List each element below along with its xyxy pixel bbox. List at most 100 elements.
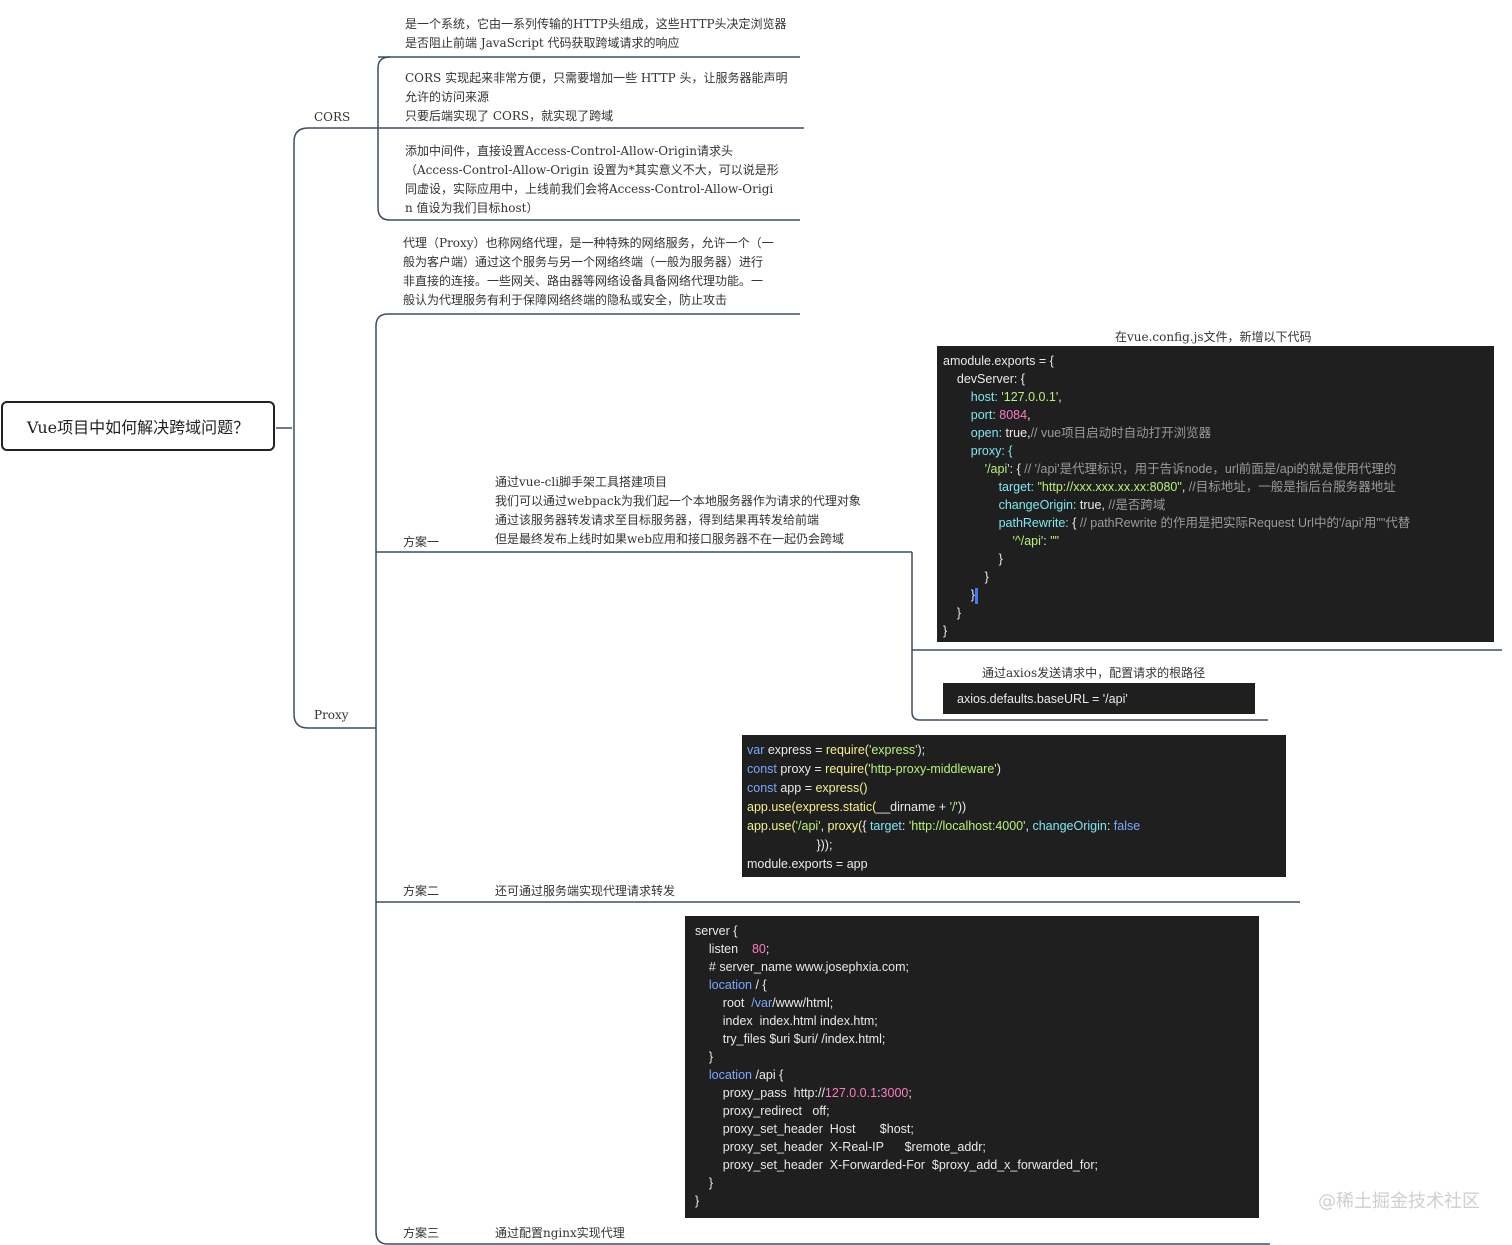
code-token: // pathRewrite 的作用是把实际Request Url中的'/api… bbox=[1079, 516, 1411, 530]
code-line: '^/api': "" bbox=[943, 532, 1488, 550]
code-token: '/api' bbox=[795, 819, 821, 833]
code-line: index index.html index.htm; bbox=[695, 1012, 1249, 1030]
code-line: target: "http://xxx.xxx.xx.xx:8080", //目… bbox=[943, 478, 1488, 496]
cors-note-middleware: 添加中间件，直接设置Access-Control-Allow-Origin请求头… bbox=[405, 142, 779, 218]
code-line: proxy_set_header Host $host; bbox=[695, 1120, 1249, 1138]
code-token: app.use( bbox=[747, 800, 796, 814]
vue-config-caption: 在vue.config.js文件，新增以下代码 bbox=[1115, 330, 1312, 344]
code-token: } bbox=[695, 1194, 700, 1208]
code-token: /api { bbox=[752, 1068, 784, 1082]
note-line: n 值设为我们目标host） bbox=[405, 201, 539, 215]
code-token: var bbox=[747, 743, 768, 757]
code-line: } bbox=[943, 568, 1488, 586]
code-token bbox=[695, 978, 709, 992]
note-line: 是否阻止前端 JavaScript 代码获取跨域请求的响应 bbox=[405, 36, 680, 50]
code-token: proxy( bbox=[827, 819, 863, 833]
code-token: )) bbox=[957, 800, 967, 814]
code-token: 80 bbox=[751, 942, 766, 956]
code-line: pathRewrite: { // pathRewrite 的作用是把实际Req… bbox=[943, 514, 1488, 532]
code-token: '127.0.0.1' bbox=[1001, 390, 1059, 404]
code-line: proxy: { bbox=[943, 442, 1488, 460]
code-token: } bbox=[695, 1176, 714, 1190]
note-line: CORS 实现起来非常方便，只需要增加一些 HTTP 头，让服务器能声明 bbox=[405, 71, 788, 85]
note-line: 我们可以通过webpack为我们起一个本地服务器作为请求的代理对象 bbox=[495, 494, 861, 508]
code-token: target: bbox=[943, 480, 1038, 494]
code-line: const proxy = require('http-proxy-middle… bbox=[747, 760, 1281, 779]
code-token: '/' bbox=[949, 800, 958, 814]
code-token: try_files $uri $uri/ /index.html; bbox=[695, 1032, 886, 1046]
code-line: devServer: { bbox=[943, 370, 1488, 388]
code-token: require( bbox=[825, 762, 869, 776]
code-token: open: bbox=[943, 426, 1006, 440]
code-token: proxy = bbox=[780, 762, 826, 776]
code-token: } bbox=[943, 552, 1003, 566]
note-line: （Access-Control-Allow-Origin 设置为*其实意义不大，… bbox=[405, 163, 779, 177]
code-line: server { bbox=[695, 922, 1249, 940]
code-token: : bbox=[901, 819, 909, 833]
code-line: proxy_pass http://127.0.0.1:3000; bbox=[695, 1084, 1249, 1102]
note-line: 般认为代理服务有利于保障网络终端的隐私或安全，防止攻击 bbox=[403, 293, 728, 307]
cors-note-ease: CORS 实现起来非常方便，只需要增加一些 HTTP 头，让服务器能声明 允许的… bbox=[405, 69, 788, 126]
code-token: , bbox=[1027, 408, 1031, 422]
code-token: } bbox=[943, 606, 962, 620]
code-token: '^/api' bbox=[1012, 534, 1044, 548]
note-line: 代理（Proxy）也称网络代理，是一种特殊的网络服务，允许一个（一 bbox=[403, 236, 774, 250]
note-line: 允许的访问来源 bbox=[405, 90, 490, 104]
code-token: } bbox=[943, 588, 975, 602]
note-line: 只要后端实现了 CORS，就实现了跨域 bbox=[405, 109, 614, 123]
code-token: , bbox=[820, 819, 828, 833]
code-token: } bbox=[695, 1050, 714, 1064]
code-token: devServer: { bbox=[943, 372, 1025, 386]
code-line: proxy_redirect off; bbox=[695, 1102, 1249, 1120]
plan2-description: 还可通过服务端实现代理请求转发 bbox=[495, 884, 676, 898]
code-token: : bbox=[1106, 819, 1114, 833]
code-token: app = bbox=[780, 781, 816, 795]
code-line: open: true,// vue项目启动时自动打开浏览器 bbox=[943, 424, 1488, 442]
code-token: / { bbox=[752, 978, 767, 992]
code-token: /var bbox=[751, 996, 773, 1010]
code-token: { bbox=[1072, 516, 1080, 530]
code-token: 'express' bbox=[868, 743, 918, 757]
code-line: # server_name www.josephxia.com; bbox=[695, 958, 1249, 976]
code-token: : bbox=[877, 1086, 881, 1100]
proxy-bracket bbox=[375, 313, 389, 1245]
code-line: try_files $uri $uri/ /index.html; bbox=[695, 1030, 1249, 1048]
axios-code-block: axios.defaults.baseURL = '/api' bbox=[943, 683, 1255, 714]
code-token: const bbox=[747, 762, 781, 776]
code-token: express() bbox=[815, 781, 868, 795]
code-token: : bbox=[1043, 534, 1051, 548]
code-token: 'http://localhost:4000' bbox=[908, 819, 1026, 833]
code-token: /www/html; bbox=[772, 996, 834, 1010]
code-line: } bbox=[943, 604, 1488, 622]
nginx-code-block: server { listen 80; # server_name www.jo… bbox=[685, 916, 1259, 1218]
code-token: , bbox=[1025, 819, 1033, 833]
plan1-label: 方案一 bbox=[403, 535, 440, 549]
cors-bracket bbox=[377, 56, 391, 221]
note-line: 同虚设，实际应用中，上线前我们会将Access-Control-Allow-Or… bbox=[405, 182, 774, 196]
code-token: changeOrigin bbox=[1032, 819, 1107, 833]
code-token: express = bbox=[767, 743, 826, 757]
code-token: proxy_set_header Host $host; bbox=[695, 1122, 914, 1136]
code-token bbox=[695, 1068, 709, 1082]
code-token: // vue项目启动时自动打开浏览器 bbox=[1030, 426, 1212, 440]
root-topic: Vue项目中如何解决跨域问题？ bbox=[1, 401, 275, 451]
code-line: } bbox=[943, 586, 1488, 604]
code-line: root /var/www/html; bbox=[695, 994, 1249, 1012]
code-token: //是否跨域 bbox=[1108, 498, 1166, 512]
code-line: amodule.exports = { bbox=[943, 352, 1488, 370]
code-token: true, bbox=[1079, 498, 1109, 512]
note-line: 是一个系统，它由一系列传输的HTTP头组成，这些HTTP头决定浏览器 bbox=[405, 17, 787, 31]
note-line: 添加中间件，直接设置Access-Control-Allow-Origin请求头 bbox=[405, 144, 733, 158]
code-token: server { bbox=[695, 924, 738, 938]
code-token: true, bbox=[1005, 426, 1031, 440]
code-token bbox=[943, 462, 985, 476]
code-token: , bbox=[1058, 390, 1062, 404]
code-line: listen 80; bbox=[695, 940, 1249, 958]
code-token: ; bbox=[765, 942, 770, 956]
code-token: proxy: { bbox=[943, 444, 1013, 458]
code-token: host: bbox=[943, 390, 1002, 404]
vue-config-code-block: amodule.exports = { devServer: { host: '… bbox=[937, 346, 1494, 642]
code-token: changeOrigin: bbox=[943, 498, 1080, 512]
code-token: location bbox=[708, 1068, 752, 1082]
note-line: 但是最终发布上线时如果web应用和接口服务器不在一起仍会跨域 bbox=[495, 532, 845, 546]
